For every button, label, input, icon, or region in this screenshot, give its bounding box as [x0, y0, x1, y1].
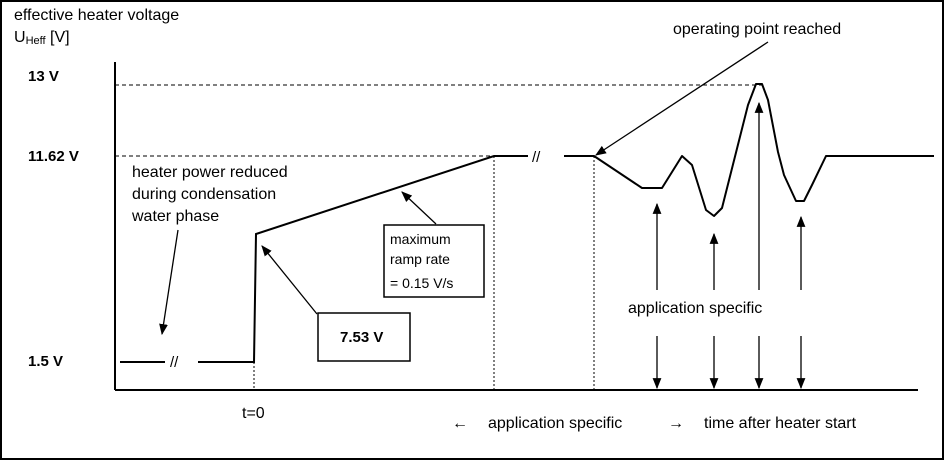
heater-reduced-arrow	[159, 229, 179, 336]
ramp-rate-line1: maximum	[390, 231, 451, 247]
y-tick-11-62v: 11.62 V	[28, 148, 79, 165]
heater-reduced-line3: water phase	[131, 208, 219, 225]
x-caption-time: time after heater start	[704, 415, 857, 432]
break-mark-low: //	[170, 354, 179, 371]
start-voltage-arrow	[261, 245, 318, 315]
application-specific-label: application specific	[628, 300, 762, 317]
x-caption-right-arrow: →	[668, 415, 684, 432]
ramp-rate-arrow	[401, 191, 437, 225]
operating-point-arrow	[595, 41, 769, 156]
x-tick-t0: t=0	[242, 405, 265, 422]
application-specific-arrows	[652, 101, 806, 390]
ramp-rate-line3: = 0.15 V/s	[390, 275, 453, 291]
x-caption-application-specific: application specific	[488, 415, 622, 432]
start-voltage-box	[317, 312, 411, 362]
ramp-rate-line2: ramp rate	[390, 251, 450, 267]
start-voltage-label: 7.53 V	[340, 329, 383, 346]
y-tick-13v: 13 V	[28, 68, 59, 85]
y-axis-title-line1: effective heater voltage	[14, 7, 179, 24]
break-mark-high: //	[532, 149, 541, 166]
ramp-rate-box	[383, 224, 485, 298]
y-axis-title-line2: UHeff [V]	[14, 29, 70, 47]
curve-operating	[564, 83, 934, 217]
y-tick-1-5v: 1.5 V	[28, 353, 63, 370]
x-caption-left-arrow: ←	[452, 415, 468, 432]
operating-point-label: operating point reached	[673, 21, 841, 38]
curve-ramp	[198, 155, 528, 363]
heater-reduced-line2: during condensation	[132, 186, 276, 203]
heater-reduced-line1: heater power reduced	[132, 164, 288, 181]
